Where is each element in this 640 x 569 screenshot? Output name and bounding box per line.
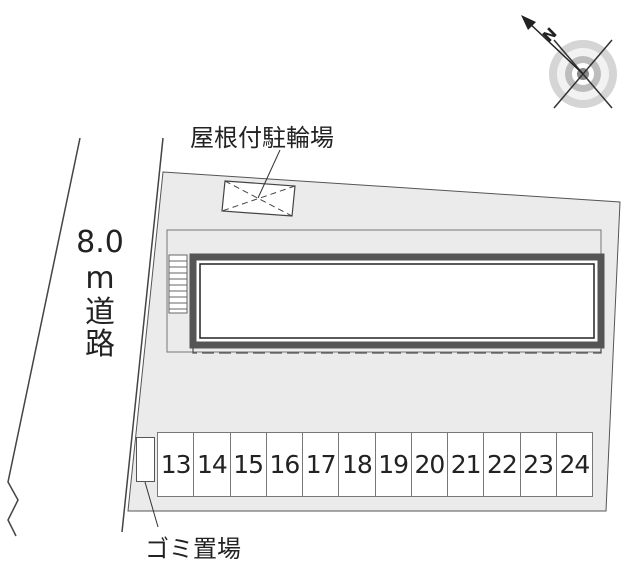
lot-boundary-line [121,137,164,533]
parking-stall: 22 [483,433,519,496]
building [189,253,605,349]
road-name-char-1: 道 [85,295,115,330]
parking-stall: 23 [519,433,556,496]
balcony-dashed-line [192,345,602,354]
bicycle-parking-label: 屋根付駐輪場 [190,124,334,152]
bicycle-parking-hatch [221,180,296,217]
parking-stall: 19 [374,433,411,496]
parking-stall: 21 [447,433,483,496]
road-edge-line [7,137,81,537]
road-unit-label: m [85,261,115,296]
parking-stall: 17 [302,433,338,496]
parking-stall: 13 [160,450,192,479]
parking-stall: 15 [229,433,266,496]
staircase-steps [169,260,187,310]
garbage-label-leader [144,481,159,528]
parking-stalls: 13 14 15 16 17 18 19 20 21 22 23 24 [157,432,593,497]
bicycle-label-leader [257,149,281,199]
parking-stall: 24 [555,433,592,496]
parking-stall: 18 [338,433,374,496]
compass-rose-icon [521,15,617,109]
road-width-label: 8.0 [76,225,124,260]
building-inner-outline [199,263,595,339]
staircase [168,254,188,314]
garbage-area [136,437,155,482]
bicycle-parking-area [221,180,296,217]
road-name-char-2: 路 [85,327,115,362]
parking-stall: 14 [193,433,229,496]
garbage-area-label: ゴミ置場 [145,535,241,563]
parking-stall: 16 [265,433,302,496]
parking-stall: 20 [410,433,447,496]
compass-north-letter: N [539,24,561,46]
